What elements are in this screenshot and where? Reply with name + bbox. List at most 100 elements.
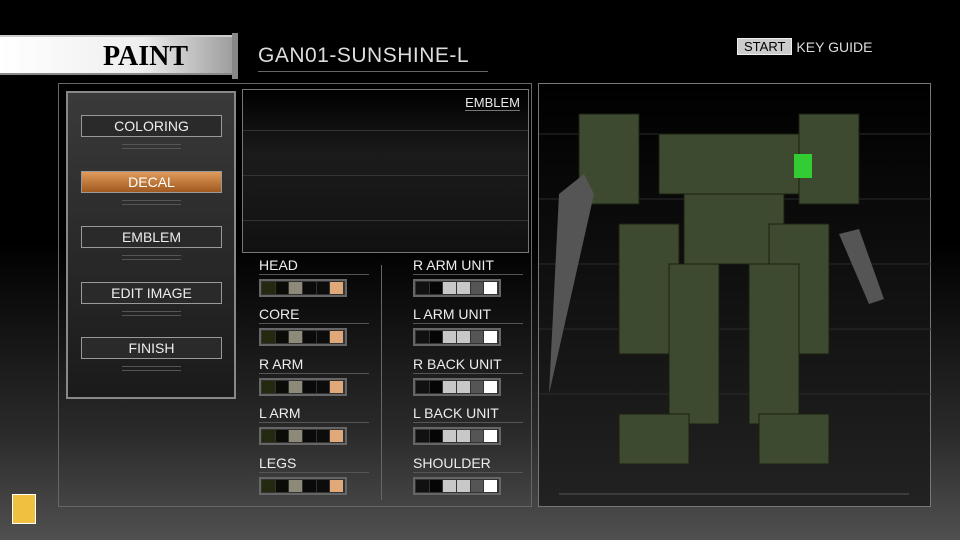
color-swatch[interactable] — [262, 430, 275, 442]
color-swatch[interactable] — [416, 480, 429, 492]
color-swatch[interactable] — [289, 480, 303, 492]
color-swatch[interactable] — [330, 331, 344, 343]
color-swatch[interactable] — [316, 331, 330, 343]
part-label: R ARM UNIT — [413, 257, 523, 275]
color-swatch[interactable] — [275, 331, 289, 343]
divider — [381, 265, 382, 500]
color-swatch[interactable] — [484, 480, 498, 492]
color-swatches[interactable] — [413, 427, 501, 445]
color-swatch[interactable] — [330, 381, 344, 393]
part-core[interactable]: CORE — [259, 306, 369, 346]
color-swatch[interactable] — [303, 282, 316, 294]
color-swatch[interactable] — [275, 282, 289, 294]
color-swatch[interactable] — [275, 430, 289, 442]
menu-finish[interactable]: FINISH — [81, 337, 222, 371]
part-l-arm-unit[interactable]: L ARM UNIT — [413, 306, 523, 346]
menu-decal[interactable]: DECAL — [81, 171, 222, 205]
color-swatch[interactable] — [316, 480, 330, 492]
emblem-preview[interactable]: EMBLEM — [242, 89, 529, 253]
color-swatch[interactable] — [416, 430, 429, 442]
color-swatch[interactable] — [289, 331, 303, 343]
color-swatch[interactable] — [484, 331, 498, 343]
color-swatch[interactable] — [443, 331, 457, 343]
color-swatch[interactable] — [289, 282, 303, 294]
menu-emblem[interactable]: EMBLEM — [81, 226, 222, 260]
color-swatch[interactable] — [429, 381, 443, 393]
color-swatches[interactable] — [413, 328, 501, 346]
part-r-arm-unit[interactable]: R ARM UNIT — [413, 257, 523, 297]
color-swatch[interactable] — [457, 381, 470, 393]
color-swatch[interactable] — [316, 381, 330, 393]
color-swatch[interactable] — [275, 480, 289, 492]
menu-edit-image[interactable]: EDIT IMAGE — [81, 282, 222, 316]
color-swatch[interactable] — [457, 282, 470, 294]
color-swatch[interactable] — [289, 381, 303, 393]
color-swatch[interactable] — [416, 381, 429, 393]
color-swatch[interactable] — [289, 430, 303, 442]
color-swatch[interactable] — [303, 480, 316, 492]
color-swatch[interactable] — [429, 331, 443, 343]
color-swatches[interactable] — [259, 477, 347, 495]
part-r-back-unit[interactable]: R BACK UNIT — [413, 356, 523, 396]
color-swatch[interactable] — [443, 282, 457, 294]
color-swatch[interactable] — [429, 480, 443, 492]
color-swatch[interactable] — [470, 381, 484, 393]
color-swatch[interactable] — [470, 480, 484, 492]
color-swatch[interactable] — [457, 331, 470, 343]
color-swatch[interactable] — [470, 331, 484, 343]
page-title: PAINT — [102, 41, 188, 72]
color-swatches[interactable] — [413, 279, 501, 297]
player-logo — [12, 494, 36, 524]
color-swatch[interactable] — [303, 430, 316, 442]
part-head[interactable]: HEAD — [259, 257, 369, 297]
color-swatch[interactable] — [443, 381, 457, 393]
part-label: HEAD — [259, 257, 369, 275]
color-swatch[interactable] — [262, 480, 275, 492]
color-swatch[interactable] — [470, 430, 484, 442]
main-frame — [58, 83, 532, 507]
color-swatch[interactable] — [303, 331, 316, 343]
color-swatch[interactable] — [262, 381, 275, 393]
color-swatches[interactable] — [259, 427, 347, 445]
part-label: R BACK UNIT — [413, 356, 523, 374]
color-swatch[interactable] — [262, 282, 275, 294]
color-swatches[interactable] — [413, 378, 501, 396]
part-legs[interactable]: LEGS — [259, 455, 369, 495]
color-swatch[interactable] — [330, 430, 344, 442]
color-swatches[interactable] — [259, 378, 347, 396]
color-swatch[interactable] — [416, 331, 429, 343]
part-label: R ARM — [259, 356, 369, 374]
color-swatch[interactable] — [429, 282, 443, 294]
color-swatch[interactable] — [484, 282, 498, 294]
color-swatch[interactable] — [262, 331, 275, 343]
mech-name: GAN01-SUNSHINE-L — [258, 44, 488, 72]
color-swatch[interactable] — [316, 282, 330, 294]
color-swatch[interactable] — [330, 282, 344, 294]
color-swatch[interactable] — [303, 381, 316, 393]
part-label: L ARM — [259, 405, 369, 423]
title-bar: PAINT — [0, 33, 238, 79]
menu-coloring[interactable]: COLORING — [81, 115, 222, 149]
part-label: CORE — [259, 306, 369, 324]
color-swatch[interactable] — [330, 480, 344, 492]
color-swatch[interactable] — [484, 381, 498, 393]
part-label: L BACK UNIT — [413, 405, 523, 423]
part-r-arm[interactable]: R ARM — [259, 356, 369, 396]
color-swatch[interactable] — [457, 430, 470, 442]
color-swatch[interactable] — [484, 430, 498, 442]
part-l-arm[interactable]: L ARM — [259, 405, 369, 445]
part-shoulder[interactable]: SHOULDER — [413, 455, 523, 495]
color-swatch[interactable] — [429, 430, 443, 442]
color-swatch[interactable] — [416, 282, 429, 294]
color-swatch[interactable] — [443, 480, 457, 492]
color-swatch[interactable] — [316, 430, 330, 442]
color-swatches[interactable] — [259, 328, 347, 346]
color-swatch[interactable] — [457, 480, 470, 492]
part-l-back-unit[interactable]: L BACK UNIT — [413, 405, 523, 445]
color-swatch[interactable] — [470, 282, 484, 294]
color-swatch[interactable] — [443, 430, 457, 442]
color-swatches[interactable] — [259, 279, 347, 297]
color-swatches[interactable] — [413, 477, 501, 495]
color-swatch[interactable] — [275, 381, 289, 393]
